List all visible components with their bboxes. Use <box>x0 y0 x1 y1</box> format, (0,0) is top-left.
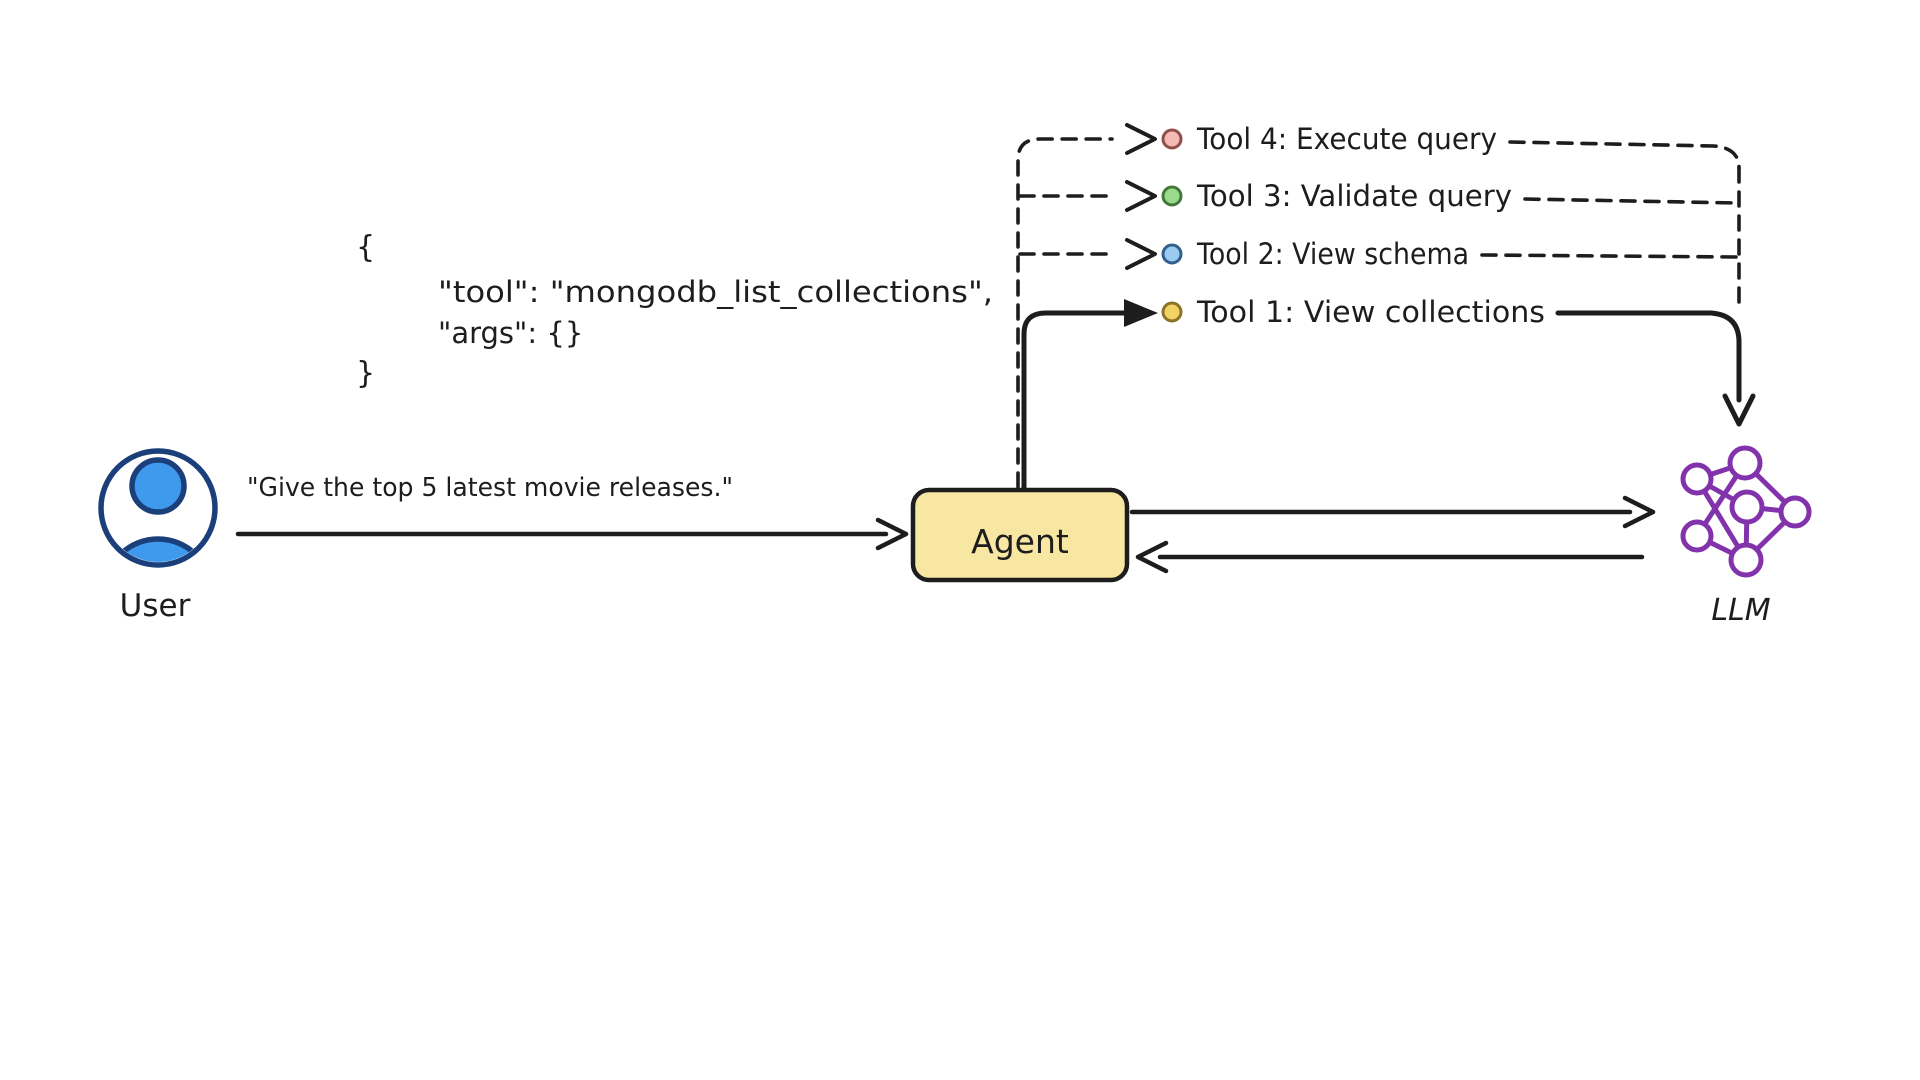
tool4-arrow-head-icon <box>1125 123 1157 155</box>
llm-icon-node <box>1727 445 1763 481</box>
json-open-brace: { <box>356 230 375 265</box>
tool2-dashed-return <box>1480 253 1739 259</box>
tool2-label: Tool 2: View schema <box>1196 237 1469 271</box>
tools-to-llm-links <box>1480 140 1756 427</box>
user-to-agent-arrow <box>235 517 909 551</box>
tool1-arrow-head-icon <box>1124 299 1158 327</box>
user-icon-head <box>129 457 187 515</box>
tool-call-json: { "tool": "mongodb_list_collections", "a… <box>356 230 993 391</box>
tool4-dot-icon <box>1161 128 1183 150</box>
agent-node: Agent <box>910 487 1130 583</box>
llm-icon-node <box>1729 489 1765 525</box>
tool-row: Tool 3: Validate query <box>1161 179 1512 213</box>
user-icon-body <box>104 536 212 562</box>
tool4-label: Tool 4: Execute query <box>1196 122 1497 156</box>
tool1-return-arrow-head-icon <box>1722 393 1756 427</box>
tool4-dashed-link <box>1016 137 1114 489</box>
arrow-head-icon <box>875 517 909 551</box>
arrow-head-icon <box>1135 540 1169 574</box>
tool1-label: Tool 1: View collections <box>1196 295 1545 329</box>
llm-icon <box>1680 445 1812 578</box>
tool3-dot-icon <box>1161 185 1183 207</box>
user-message: "Give the top 5 latest movie releases." <box>247 473 733 503</box>
tool3-arrow-head-icon <box>1125 180 1157 212</box>
tool-row: Tool 4: Execute query <box>1161 122 1497 156</box>
json-args-line: "args": {} <box>438 316 583 350</box>
tool3-dashed-return <box>1523 197 1739 205</box>
tool1-solid-link <box>1021 310 1129 492</box>
tool-row: Tool 1: View collections <box>1161 295 1545 329</box>
tool3-label: Tool 3: Validate query <box>1196 179 1512 213</box>
tool2-arrow-head-icon <box>1125 238 1157 270</box>
llm-icon-node <box>1680 519 1714 553</box>
agent-label: Agent <box>971 522 1069 561</box>
llm-icon-node <box>1778 495 1812 529</box>
tool-row: Tool 2: View schema <box>1161 237 1469 271</box>
llm-icon-edges <box>1694 460 1798 563</box>
tool1-solid-return <box>1555 310 1742 403</box>
user-label: User <box>120 588 191 624</box>
user-icon <box>98 448 218 568</box>
llm-label: LLM <box>1711 593 1770 628</box>
tool-list: Tool 4: Execute query Tool 3: Validate q… <box>1161 122 1545 329</box>
tool4-dashed-return <box>1508 140 1741 170</box>
llm-icon-node <box>1680 462 1714 496</box>
tool2-dot-icon <box>1161 243 1183 265</box>
arrow-head-icon <box>1622 495 1656 529</box>
llm-icon-node <box>1728 542 1764 578</box>
agent-to-tools-links <box>1016 123 1158 492</box>
agent-to-llm-arrow <box>1129 495 1656 529</box>
json-close-brace: } <box>356 356 375 391</box>
json-tool-line: "tool": "mongodb_list_collections", <box>438 275 993 309</box>
llm-to-agent-arrow <box>1135 540 1645 574</box>
agent-box <box>910 487 1130 583</box>
tool1-dot-icon <box>1161 301 1183 323</box>
